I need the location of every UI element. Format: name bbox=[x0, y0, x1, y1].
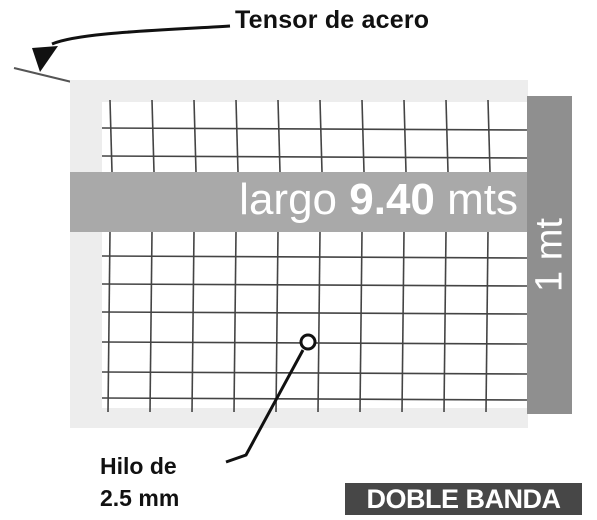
net-line bbox=[149, 231, 153, 413]
tensor-arrow bbox=[51, 24, 231, 46]
thread-label: Hilo de 2.5 mm bbox=[100, 450, 179, 514]
thread-pointer-line bbox=[225, 349, 305, 464]
net-left-band bbox=[70, 80, 102, 428]
net-line bbox=[485, 231, 489, 413]
net-line bbox=[107, 231, 111, 413]
net-line bbox=[101, 397, 529, 401]
net-top-band bbox=[70, 80, 528, 102]
net-line bbox=[235, 99, 239, 173]
tensor-arrowhead bbox=[32, 46, 58, 72]
net-line bbox=[317, 231, 321, 413]
net-line bbox=[101, 283, 529, 287]
net-line bbox=[151, 99, 155, 173]
net-line bbox=[277, 99, 281, 173]
length-band: largo 9.40 mts bbox=[70, 172, 528, 232]
height-label: 1 mt bbox=[528, 218, 570, 292]
net-line bbox=[403, 99, 407, 173]
length-unit: mts bbox=[434, 175, 518, 224]
net-line bbox=[101, 127, 529, 131]
net-line bbox=[233, 231, 237, 413]
net-line bbox=[101, 155, 529, 159]
length-value: 9.40 bbox=[349, 175, 435, 224]
net-line bbox=[319, 99, 323, 173]
net-line bbox=[193, 99, 197, 173]
net-mesh bbox=[101, 99, 529, 413]
thread-label-line1: Hilo de bbox=[100, 453, 177, 479]
height-bar: 1 mt bbox=[527, 96, 572, 414]
net-line bbox=[359, 231, 363, 413]
net-line bbox=[101, 311, 529, 315]
net-line bbox=[275, 231, 279, 413]
net-bottom-band bbox=[70, 408, 528, 428]
length-label: largo 9.40 mts bbox=[239, 175, 518, 225]
length-prefix: largo bbox=[239, 175, 350, 224]
net-line bbox=[101, 371, 529, 375]
net-line bbox=[361, 99, 365, 173]
brand-badge: DOBLE BANDA bbox=[345, 483, 582, 515]
steel-cable bbox=[13, 67, 81, 85]
net-line bbox=[191, 231, 195, 413]
net-line bbox=[401, 231, 405, 413]
tensor-label: Tensor de acero bbox=[235, 6, 430, 34]
thread-label-line2: 2.5 mm bbox=[100, 485, 180, 511]
net-line bbox=[443, 231, 447, 413]
net-line bbox=[487, 99, 491, 173]
net-line bbox=[445, 99, 449, 173]
net-line bbox=[101, 255, 529, 259]
net-line bbox=[109, 99, 113, 173]
thread-marker bbox=[299, 333, 317, 351]
